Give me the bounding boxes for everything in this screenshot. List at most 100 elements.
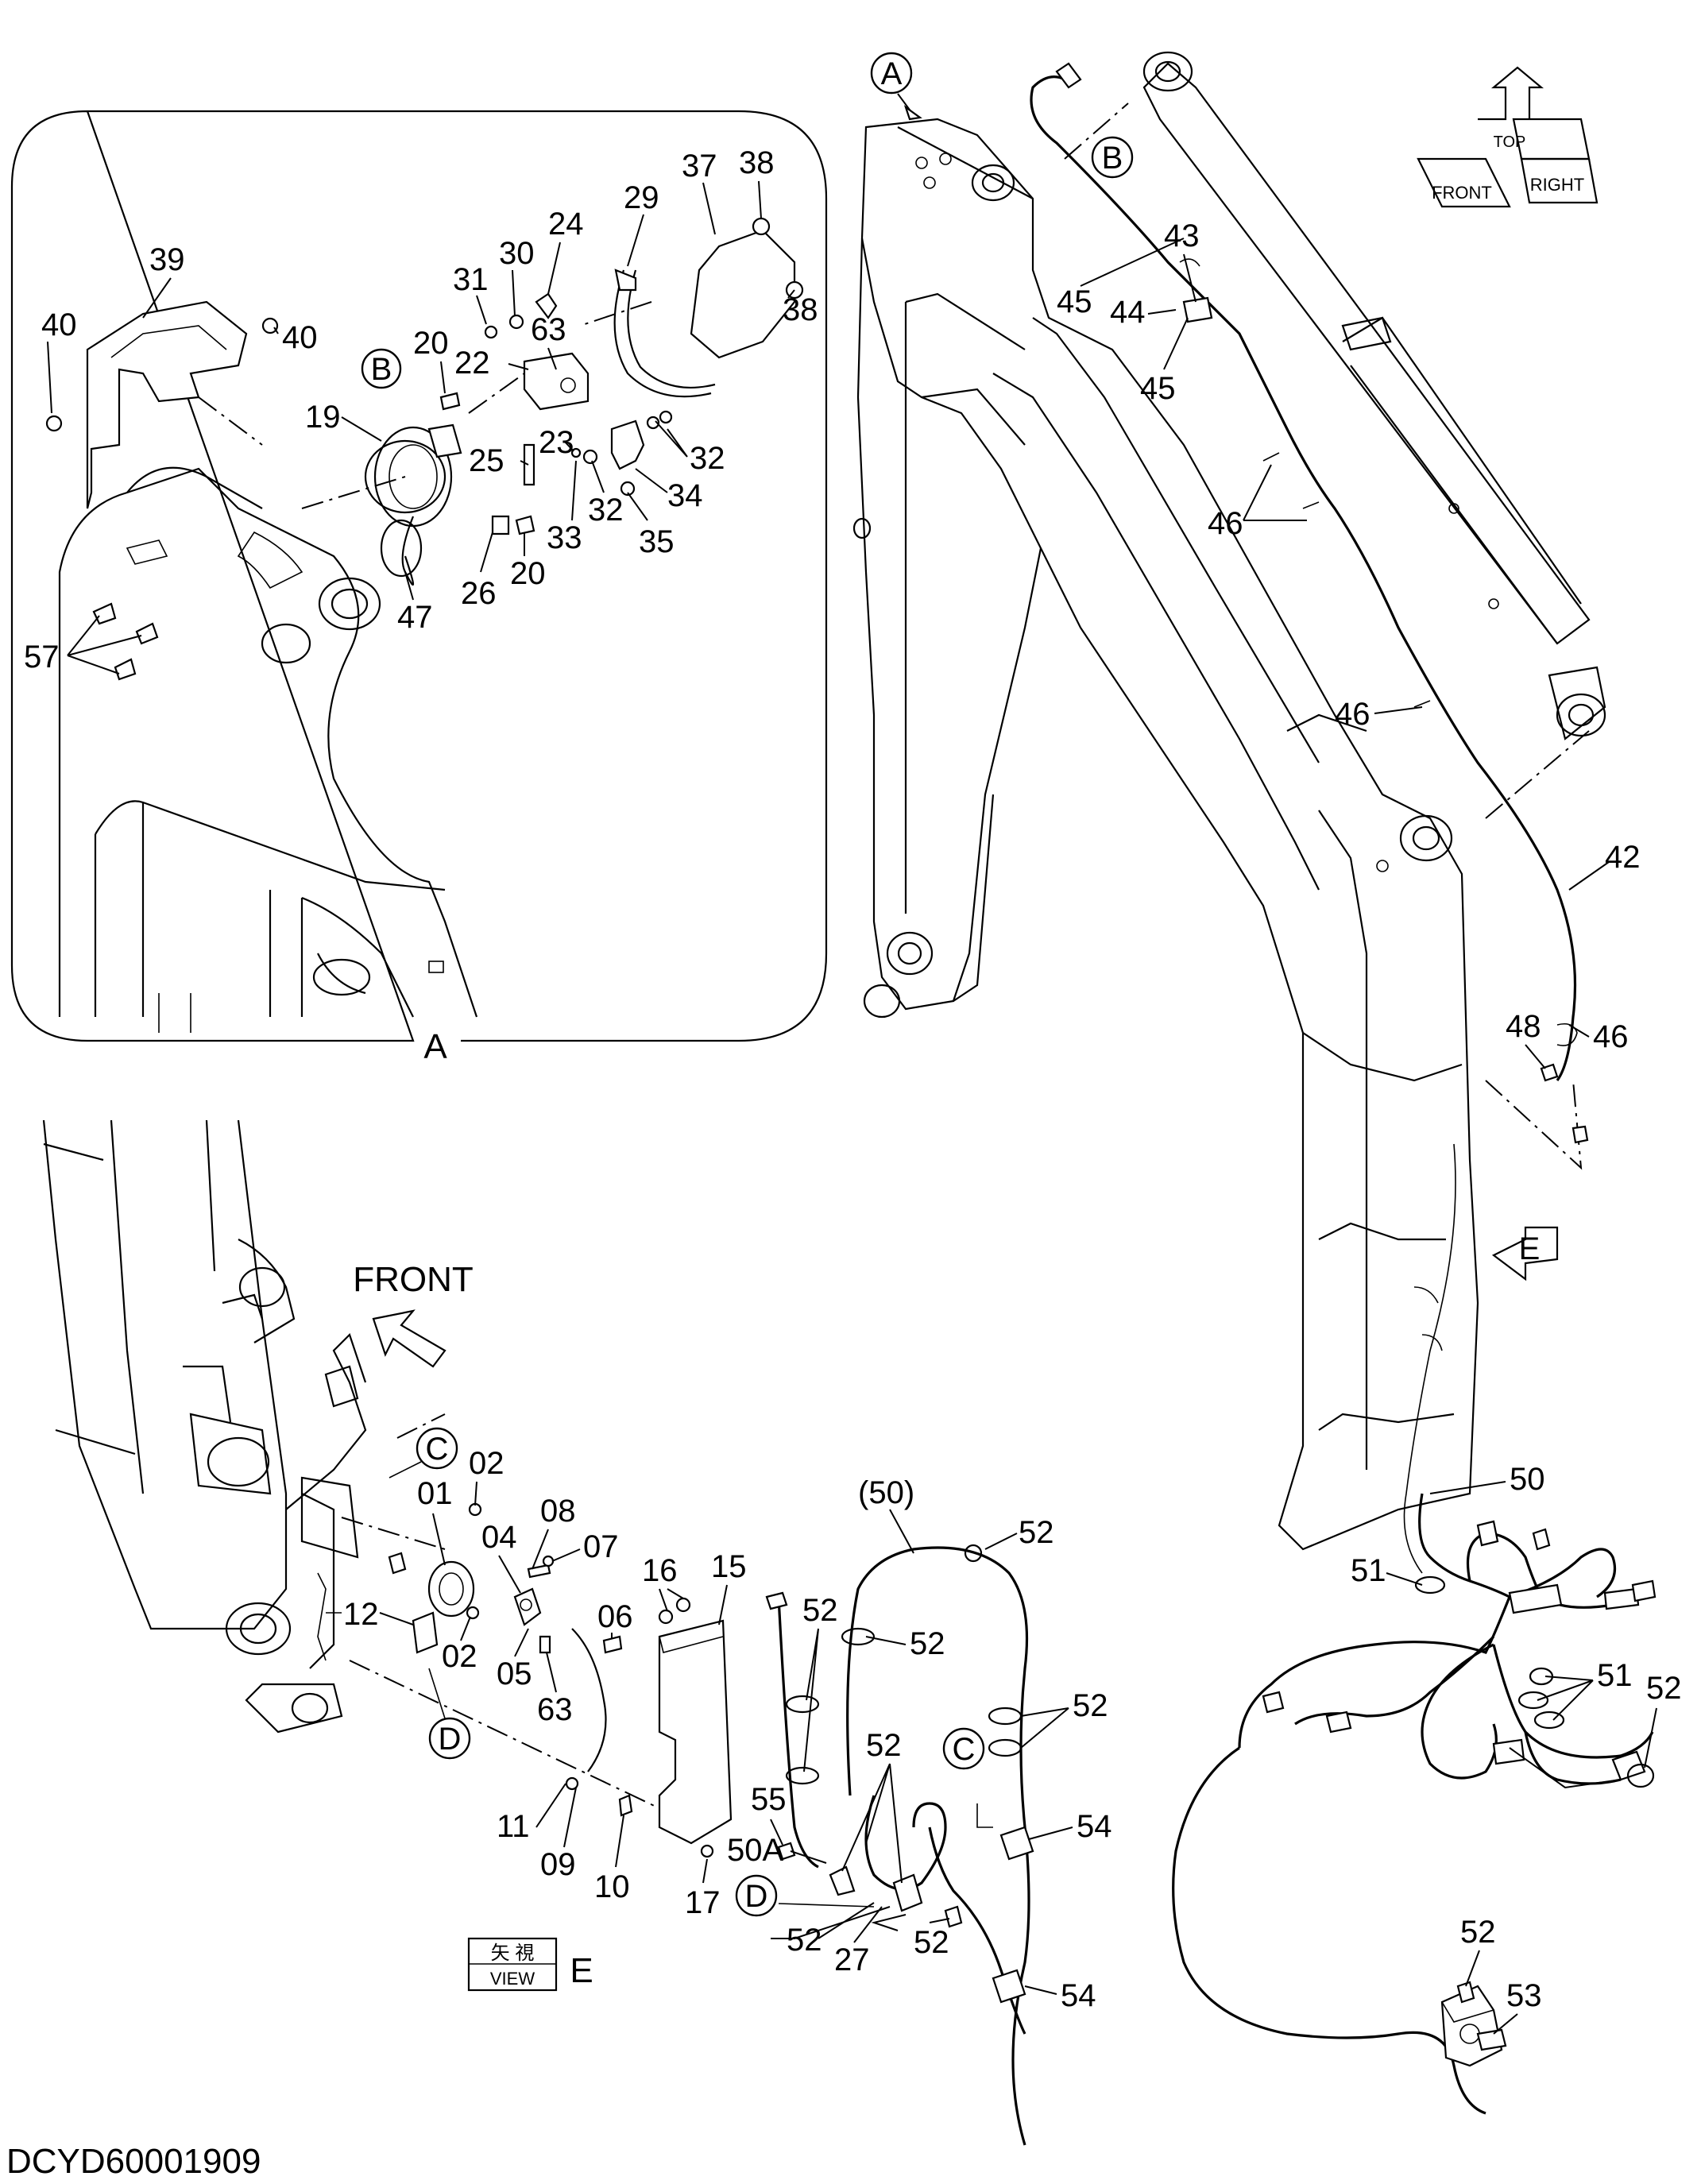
detail-a-labels: 40 39 40 31 30 24 29 37 38 38 20 22 63 1… bbox=[24, 145, 818, 675]
svg-text:22: 22 bbox=[454, 346, 490, 381]
svg-text:17: 17 bbox=[685, 1885, 721, 1920]
svg-text:04: 04 bbox=[481, 1520, 517, 1555]
part-09-rod bbox=[571, 1628, 607, 1772]
svg-text:50: 50 bbox=[1510, 1462, 1545, 1497]
svg-text:46: 46 bbox=[1335, 697, 1370, 732]
part-15-cover bbox=[658, 1619, 733, 1845]
svg-text:63: 63 bbox=[531, 312, 566, 347]
svg-text:38: 38 bbox=[783, 292, 818, 327]
harness-assembly bbox=[765, 1493, 1657, 2146]
svg-text:02: 02 bbox=[442, 1639, 477, 1674]
part-47-clip bbox=[380, 519, 423, 578]
svg-text:46: 46 bbox=[1208, 506, 1243, 541]
svg-text:VIEW: VIEW bbox=[490, 1969, 535, 1989]
svg-text:31: 31 bbox=[453, 262, 489, 297]
boom-labels: 45 43 44 45 46 46 42 48 46 bbox=[1057, 218, 1641, 1069]
svg-text:57: 57 bbox=[24, 640, 60, 675]
svg-text:47: 47 bbox=[397, 600, 433, 635]
svg-text:48: 48 bbox=[1506, 1009, 1541, 1044]
part-37-plate bbox=[690, 229, 796, 359]
svg-text:54: 54 bbox=[1061, 1978, 1096, 2013]
front-arrow bbox=[372, 1309, 447, 1368]
callout-b-detail bbox=[361, 348, 402, 389]
svg-text:52: 52 bbox=[866, 1728, 902, 1763]
svg-text:08: 08 bbox=[540, 1494, 576, 1529]
callout-a-boom bbox=[870, 52, 913, 95]
svg-text:23: 23 bbox=[539, 425, 574, 460]
svg-text:06: 06 bbox=[597, 1599, 633, 1634]
svg-text:51: 51 bbox=[1351, 1553, 1386, 1588]
detail-a-parts bbox=[45, 217, 804, 681]
svg-text:11: 11 bbox=[497, 1809, 530, 1844]
svg-text:B: B bbox=[1102, 141, 1123, 176]
svg-text:02: 02 bbox=[469, 1446, 505, 1481]
svg-text:52: 52 bbox=[1019, 1515, 1054, 1550]
svg-text:D: D bbox=[439, 1722, 462, 1757]
detail-a-label: A bbox=[423, 1027, 447, 1066]
svg-text:63: 63 bbox=[537, 1692, 573, 1727]
svg-text:矢 視: 矢 視 bbox=[491, 1942, 535, 1964]
part-40-bolt-b bbox=[45, 415, 63, 432]
svg-text:B: B bbox=[371, 352, 392, 387]
svg-text:55: 55 bbox=[751, 1782, 787, 1817]
svg-text:32: 32 bbox=[588, 493, 624, 528]
svg-text:51: 51 bbox=[1597, 1658, 1633, 1693]
svg-text:52: 52 bbox=[1073, 1688, 1108, 1723]
svg-text:52: 52 bbox=[802, 1593, 838, 1628]
svg-text:D: D bbox=[745, 1879, 768, 1914]
svg-text:40: 40 bbox=[282, 320, 318, 355]
svg-text:(50): (50) bbox=[858, 1475, 914, 1510]
part-22-bracket bbox=[523, 352, 590, 411]
svg-text:C: C bbox=[953, 1732, 976, 1767]
svg-text:52: 52 bbox=[910, 1626, 945, 1661]
svg-text:09: 09 bbox=[540, 1847, 576, 1882]
svg-text:37: 37 bbox=[682, 149, 717, 184]
part-04-arm bbox=[513, 1587, 542, 1626]
detail-a-panel: A bbox=[10, 110, 828, 1066]
svg-text:44: 44 bbox=[1110, 295, 1146, 330]
svg-text:30: 30 bbox=[499, 236, 535, 271]
svg-text:12: 12 bbox=[343, 1597, 379, 1632]
front-arrow-label: FRONT bbox=[353, 1260, 474, 1299]
view-e-arrow: E bbox=[1491, 1226, 1559, 1281]
part-29-band bbox=[613, 269, 712, 398]
svg-text:E: E bbox=[1519, 1231, 1541, 1266]
svg-text:24: 24 bbox=[548, 207, 584, 242]
callout-c-arm bbox=[416, 1427, 458, 1470]
svg-text:10: 10 bbox=[594, 1869, 630, 1904]
svg-text:39: 39 bbox=[149, 242, 185, 277]
part-55 bbox=[777, 1842, 796, 1861]
svg-text:20: 20 bbox=[413, 326, 449, 361]
callout-b-boom bbox=[1091, 136, 1134, 179]
svg-text:35: 35 bbox=[639, 524, 675, 559]
svg-text:50A: 50A bbox=[727, 1833, 783, 1868]
svg-text:C: C bbox=[426, 1432, 449, 1467]
detail-boom-head bbox=[58, 466, 478, 1033]
part-01-sensor bbox=[427, 1560, 475, 1618]
callout-d-harness bbox=[735, 1874, 778, 1917]
svg-text:05: 05 bbox=[497, 1656, 532, 1691]
svg-text:54: 54 bbox=[1077, 1809, 1112, 1844]
svg-text:RIGHT: RIGHT bbox=[1530, 175, 1584, 195]
boom-assembly bbox=[852, 51, 1606, 1574]
callout-c-harness bbox=[942, 1727, 985, 1770]
svg-text:01: 01 bbox=[417, 1476, 453, 1511]
svg-text:26: 26 bbox=[461, 576, 497, 611]
svg-text:20: 20 bbox=[510, 556, 546, 591]
arm-labels: 02 01 08 04 07 12 02 05 63 06 16 15 11 0… bbox=[343, 1446, 827, 1920]
svg-text:15: 15 bbox=[711, 1549, 747, 1584]
svg-text:52: 52 bbox=[914, 1925, 949, 1960]
part-12-bracket bbox=[412, 1611, 439, 1654]
part-39-cover bbox=[86, 300, 248, 509]
svg-text:52: 52 bbox=[1646, 1671, 1682, 1706]
arm-assembly: FRONT bbox=[42, 1119, 733, 1858]
svg-text:45: 45 bbox=[1057, 284, 1092, 319]
svg-text:33: 33 bbox=[547, 520, 582, 555]
svg-text:34: 34 bbox=[667, 478, 703, 513]
svg-text:46: 46 bbox=[1593, 1019, 1629, 1054]
svg-text:52: 52 bbox=[787, 1923, 822, 1958]
svg-text:07: 07 bbox=[583, 1529, 619, 1564]
orientation-symbol: FRONT RIGHT TOP bbox=[1417, 66, 1599, 208]
svg-text:38: 38 bbox=[739, 145, 775, 180]
svg-text:52: 52 bbox=[1460, 1915, 1496, 1950]
